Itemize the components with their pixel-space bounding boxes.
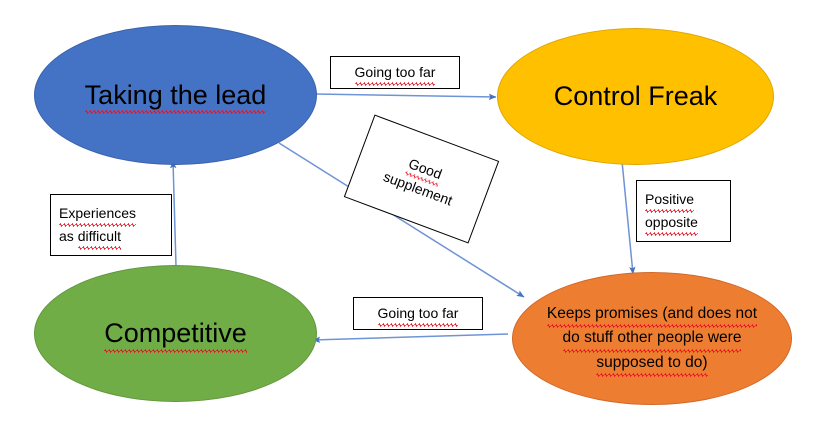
arrow-freak-to-promises bbox=[621, 160, 636, 275]
arrow-promises-to-competitive bbox=[312, 333, 509, 343]
node-competitive[interactable]: Competitive bbox=[34, 265, 317, 402]
node-control-freak-label: Control Freak bbox=[553, 81, 718, 112]
arrow-competitive-to-lead bbox=[170, 160, 177, 267]
edge-label-text: Going too far bbox=[354, 61, 435, 86]
edge-label-going-too-far-bottom[interactable]: Going too far bbox=[353, 297, 483, 330]
node-competitive-label: Competitive bbox=[98, 316, 253, 353]
edge-label-going-too-far-top[interactable]: Going too far bbox=[330, 56, 460, 89]
node-taking-the-lead[interactable]: Taking the lead bbox=[34, 25, 317, 165]
node-control-freak[interactable]: Control Freak bbox=[497, 28, 774, 165]
edge-label-text: Going too far bbox=[377, 302, 458, 327]
node-taking-the-lead-label: Taking the lead bbox=[79, 78, 273, 114]
arrow-lead-to-freak bbox=[314, 93, 497, 101]
